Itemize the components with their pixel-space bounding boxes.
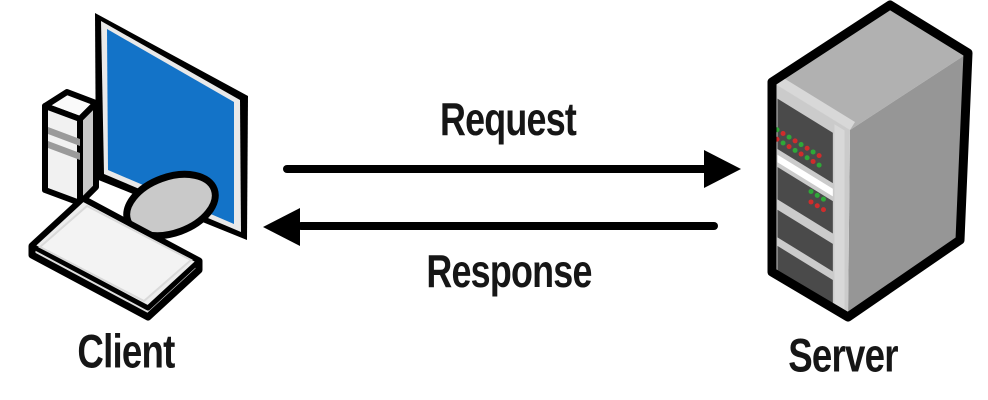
led-dot <box>814 192 820 198</box>
led-dot <box>792 147 798 153</box>
led-dot <box>780 130 786 136</box>
response-arrow <box>263 208 718 246</box>
server-drive-bay <box>777 209 833 272</box>
request-label: Request <box>439 93 577 145</box>
led-dot <box>808 189 814 194</box>
server-white-stripe <box>777 154 833 197</box>
server-label: Server <box>788 328 898 382</box>
led-dot <box>808 199 814 205</box>
led-dot <box>820 196 826 202</box>
response-arrowhead-left-icon <box>263 208 300 246</box>
tower-vent-slot <box>48 141 80 160</box>
computer-tower <box>42 89 99 206</box>
led-dot <box>786 134 792 140</box>
server-drive-bay <box>777 98 833 184</box>
led-dot <box>810 158 816 164</box>
led-dot <box>820 207 826 213</box>
client-label: Client <box>77 324 175 378</box>
server-led-cluster <box>808 189 826 213</box>
keyboard <box>28 195 203 321</box>
led-dot <box>816 162 822 168</box>
server-top-face <box>772 5 968 130</box>
tower-vent-slot <box>48 127 80 146</box>
request-arrow <box>283 150 741 188</box>
led-dot <box>810 149 816 155</box>
server-drive-bay <box>777 167 833 234</box>
led-dot <box>780 140 786 146</box>
led-dot <box>798 142 804 148</box>
keyboard-key-area <box>38 204 193 303</box>
server-drive-bay <box>777 245 833 307</box>
response-label: Response <box>426 245 592 297</box>
led-dot <box>798 151 804 157</box>
led-dot <box>814 203 820 209</box>
server-front-highlight <box>834 124 845 314</box>
led-dot <box>804 145 810 151</box>
server-top-bevel <box>772 74 855 130</box>
led-dot <box>786 144 792 150</box>
server-tower-icon <box>767 0 973 322</box>
led-dot <box>804 155 810 161</box>
request-arrowhead-right-icon <box>704 150 741 188</box>
led-dot <box>792 138 798 144</box>
server-outline <box>767 0 973 322</box>
server-led-strip <box>774 127 822 168</box>
server-front-panel <box>777 98 845 314</box>
desktop-computer-icon <box>28 13 248 321</box>
led-dot <box>816 153 822 159</box>
